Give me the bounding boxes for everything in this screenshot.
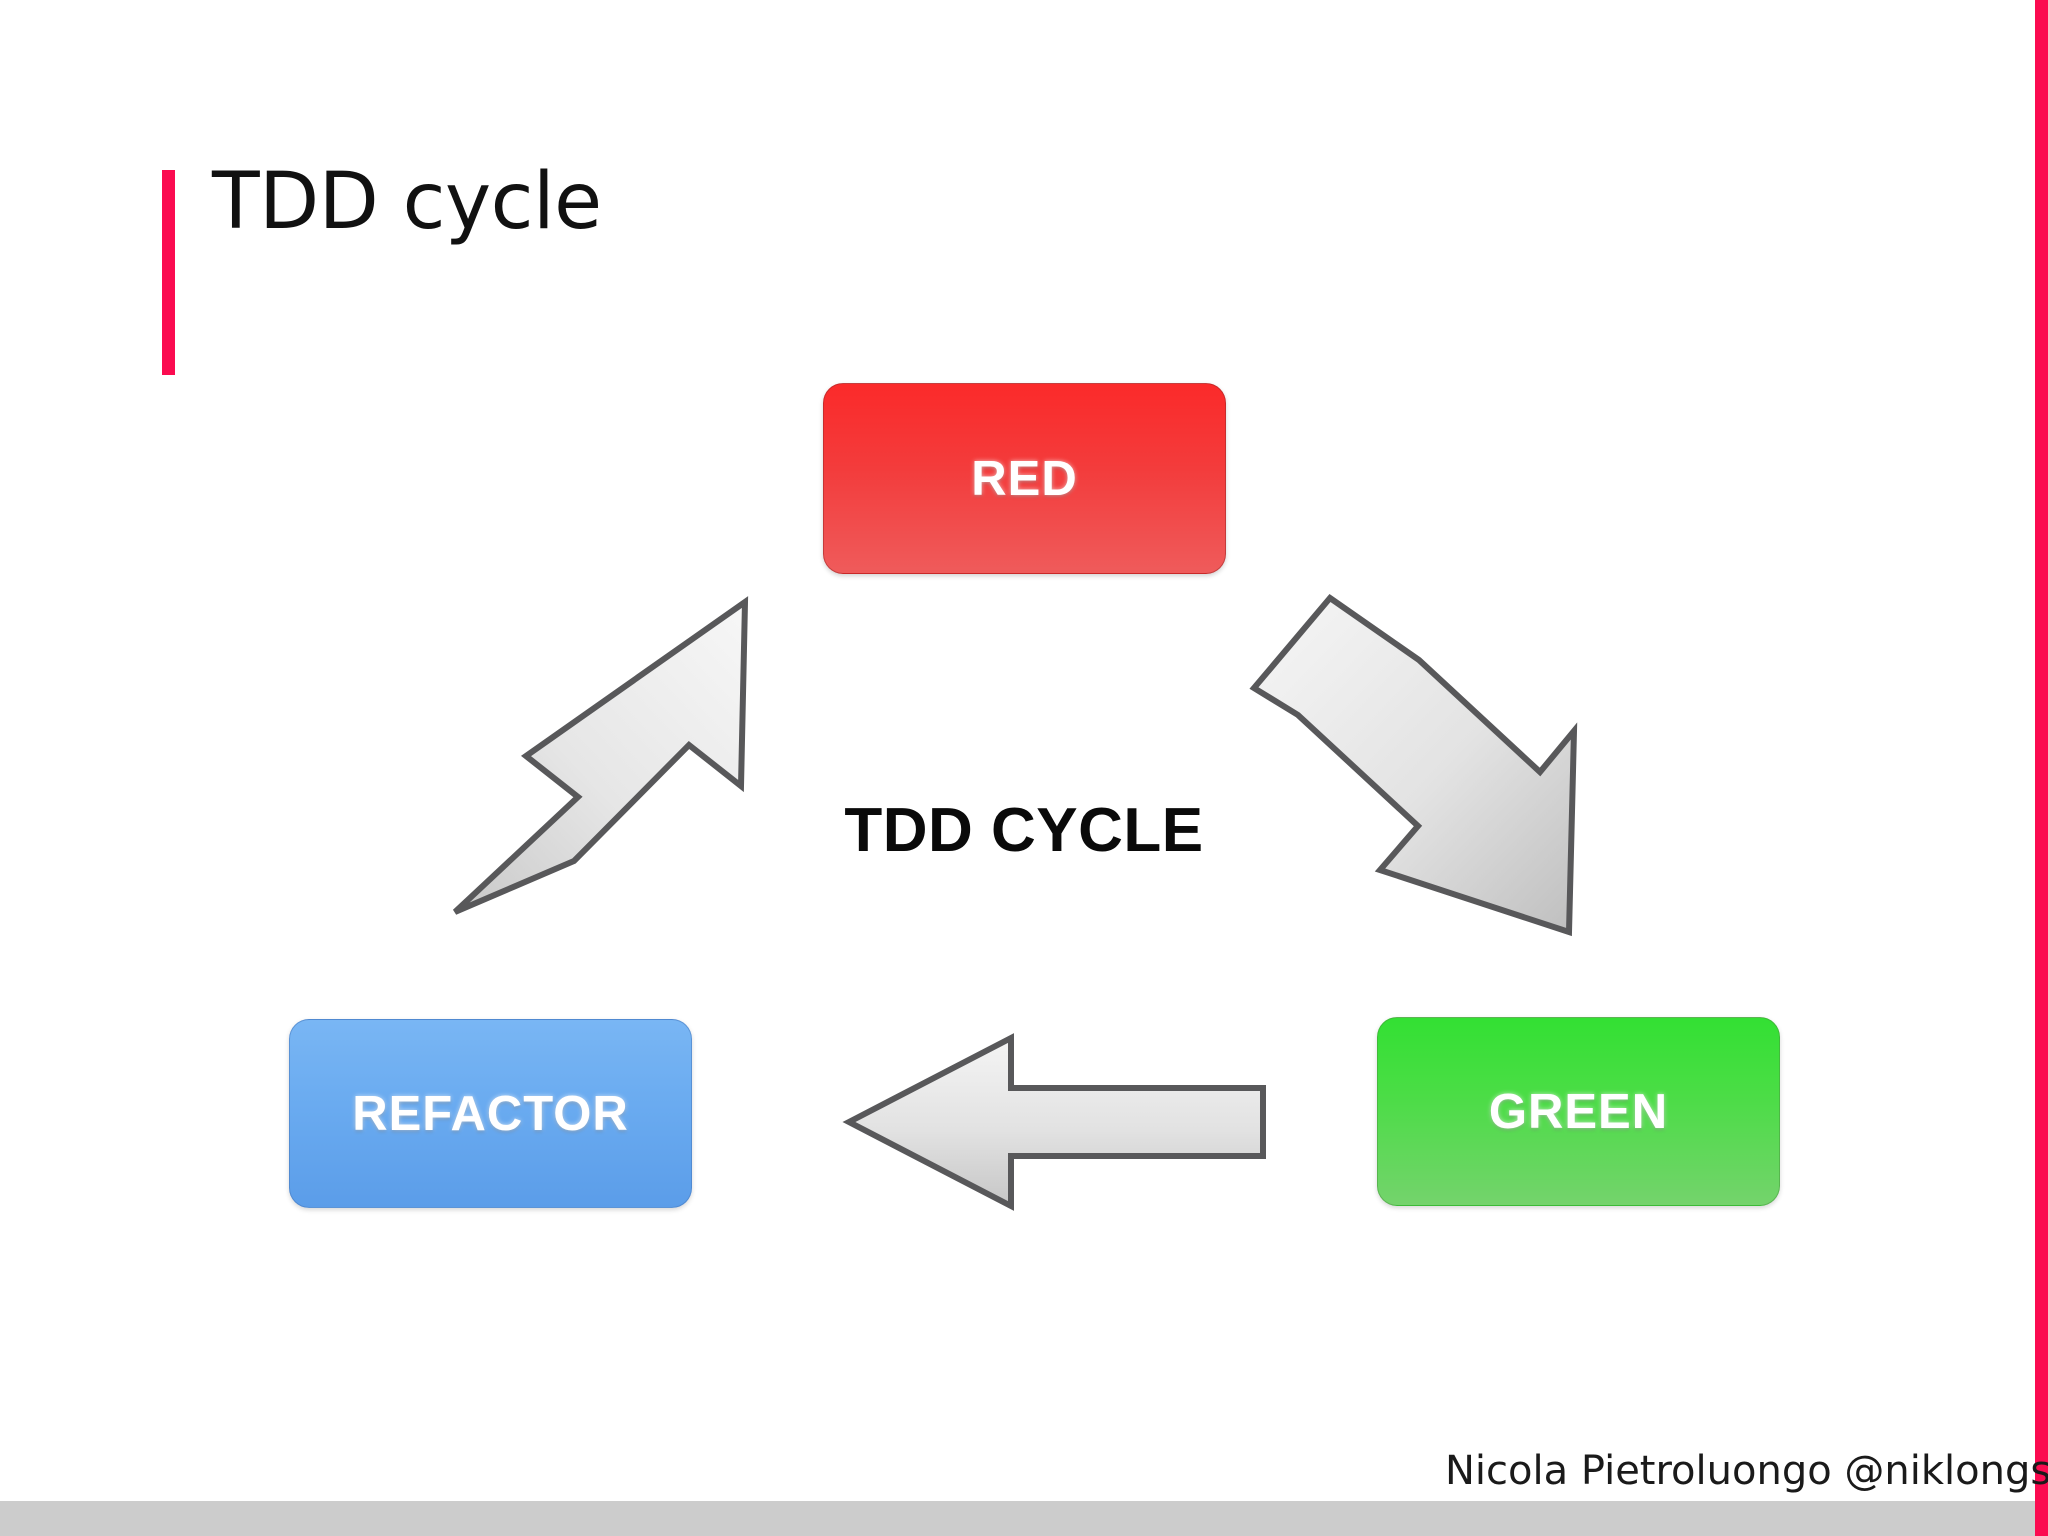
title-accent-bar <box>162 170 175 375</box>
arrow-green-to-refactor <box>842 1033 1266 1211</box>
footer-bar <box>0 1501 2035 1536</box>
node-green[interactable]: GREEN <box>1377 1017 1780 1206</box>
right-edge-accent-strip <box>2035 0 2048 1536</box>
arrow-red-to-green <box>1249 593 1578 937</box>
node-green-label: GREEN <box>1488 1084 1669 1139</box>
diagram-center-label: TDD CYCLE <box>844 796 1204 865</box>
page-title: TDD cycle <box>212 157 602 247</box>
node-refactor[interactable]: REFACTOR <box>289 1019 692 1208</box>
author-credit: Nicola Pietroluongo @niklongstone <box>1445 1448 2048 1494</box>
node-red-label: RED <box>971 451 1078 506</box>
arrow-refactor-to-red <box>452 596 749 915</box>
node-refactor-label: REFACTOR <box>352 1086 629 1141</box>
node-red[interactable]: RED <box>823 383 1226 574</box>
